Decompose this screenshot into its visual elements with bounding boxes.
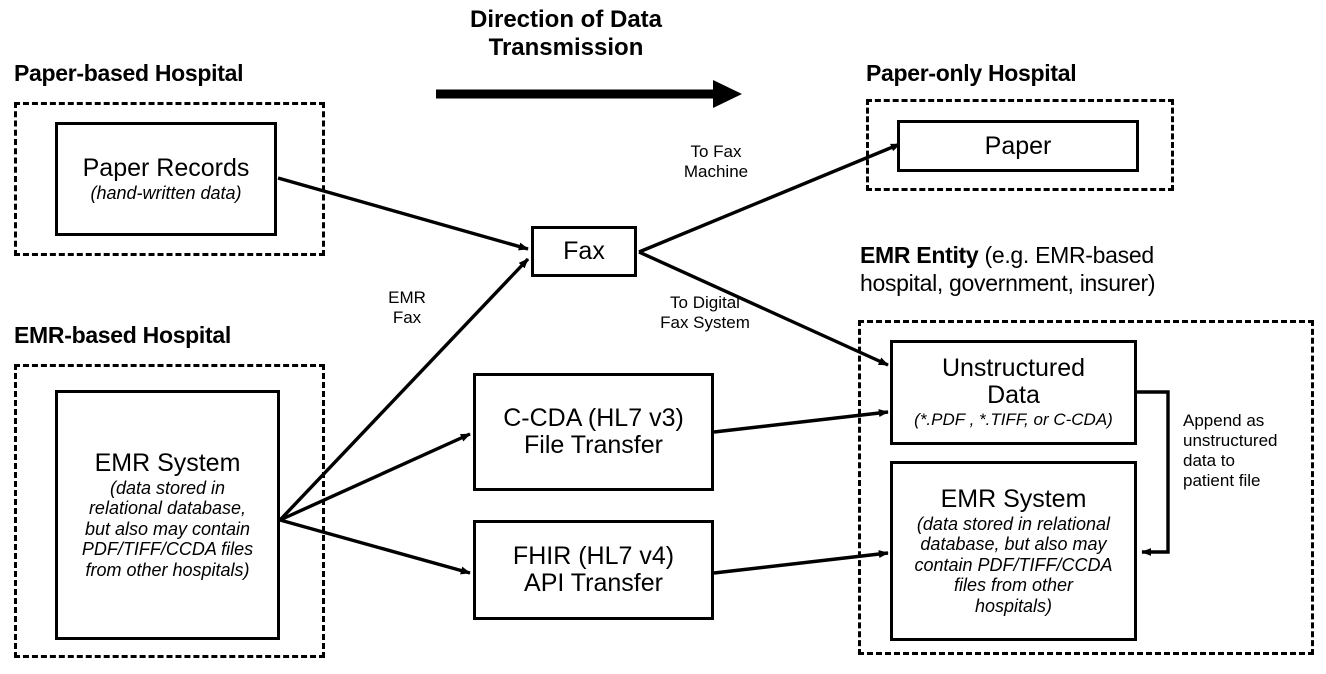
node-paper-records-subtitle: (hand-written data) (90, 182, 242, 203)
node-fax-title: Fax (563, 237, 605, 265)
page-title: Direction of Data Transmission (469, 6, 663, 61)
group-label-emr-based-hospital: EMR-based Hospital (14, 322, 231, 348)
edge-label-to-fax-machine: To Fax Machine (683, 142, 749, 182)
node-paper-records[interactable]: Paper Records (hand-written data) (55, 122, 277, 236)
group-label-paper-only-hospital: Paper-only Hospital (866, 60, 1077, 86)
container-emr-entity (858, 320, 1314, 655)
node-emr-system-target-title: EMR System (940, 484, 1087, 513)
node-ccda-file-transfer-title: C-CDA (HL7 v3) File Transfer (503, 404, 684, 459)
node-emr-system-source-subtitle: (data stored in relational database, but… (81, 477, 254, 580)
node-ccda-file-transfer[interactable]: C-CDA (HL7 v3) File Transfer (473, 373, 714, 491)
node-fhir-api-transfer[interactable]: FHIR (HL7 v4) API Transfer (473, 520, 714, 620)
node-emr-system-target-subtitle: (data stored in relational database, but… (914, 513, 1113, 616)
edge-label-emr-fax: EMR Fax (388, 288, 426, 328)
node-fhir-api-transfer-title: FHIR (HL7 v4) API Transfer (512, 542, 675, 597)
edge-label-to-digital-fax-system: To Digital Fax System (660, 293, 750, 333)
node-emr-system-source[interactable]: EMR System (data stored in relational da… (55, 390, 280, 640)
node-paper-records-title: Paper Records (82, 153, 250, 182)
node-unstructured-data-title: Unstructured Data (941, 354, 1086, 410)
node-emr-system-target[interactable]: EMR System (data stored in relational da… (890, 461, 1137, 641)
node-emr-system-source-title: EMR System (94, 448, 241, 477)
group-label-emr-entity-bold: EMR Entity (860, 242, 979, 268)
direction-of-data-transmission-arrow (436, 80, 742, 108)
edge-label-append-as-unstructured-data: Append as unstructured data to patient f… (1183, 411, 1278, 491)
node-paper[interactable]: Paper (897, 120, 1139, 172)
group-label-paper-based-hospital: Paper-based Hospital (14, 60, 244, 86)
node-unstructured-data[interactable]: Unstructured Data (*.PDF , *.TIFF, or C-… (890, 340, 1137, 445)
group-label-emr-entity-rest: (e.g. EMR-based hospital, government, in… (860, 242, 1156, 296)
group-label-emr-entity: EMR Entity (e.g. EMR-based hospital, gov… (860, 242, 1310, 297)
node-paper-title: Paper (984, 131, 1052, 160)
node-fax[interactable]: Fax (531, 226, 637, 277)
node-unstructured-data-subtitle: (*.PDF , *.TIFF, or C-CDA) (914, 410, 1113, 430)
